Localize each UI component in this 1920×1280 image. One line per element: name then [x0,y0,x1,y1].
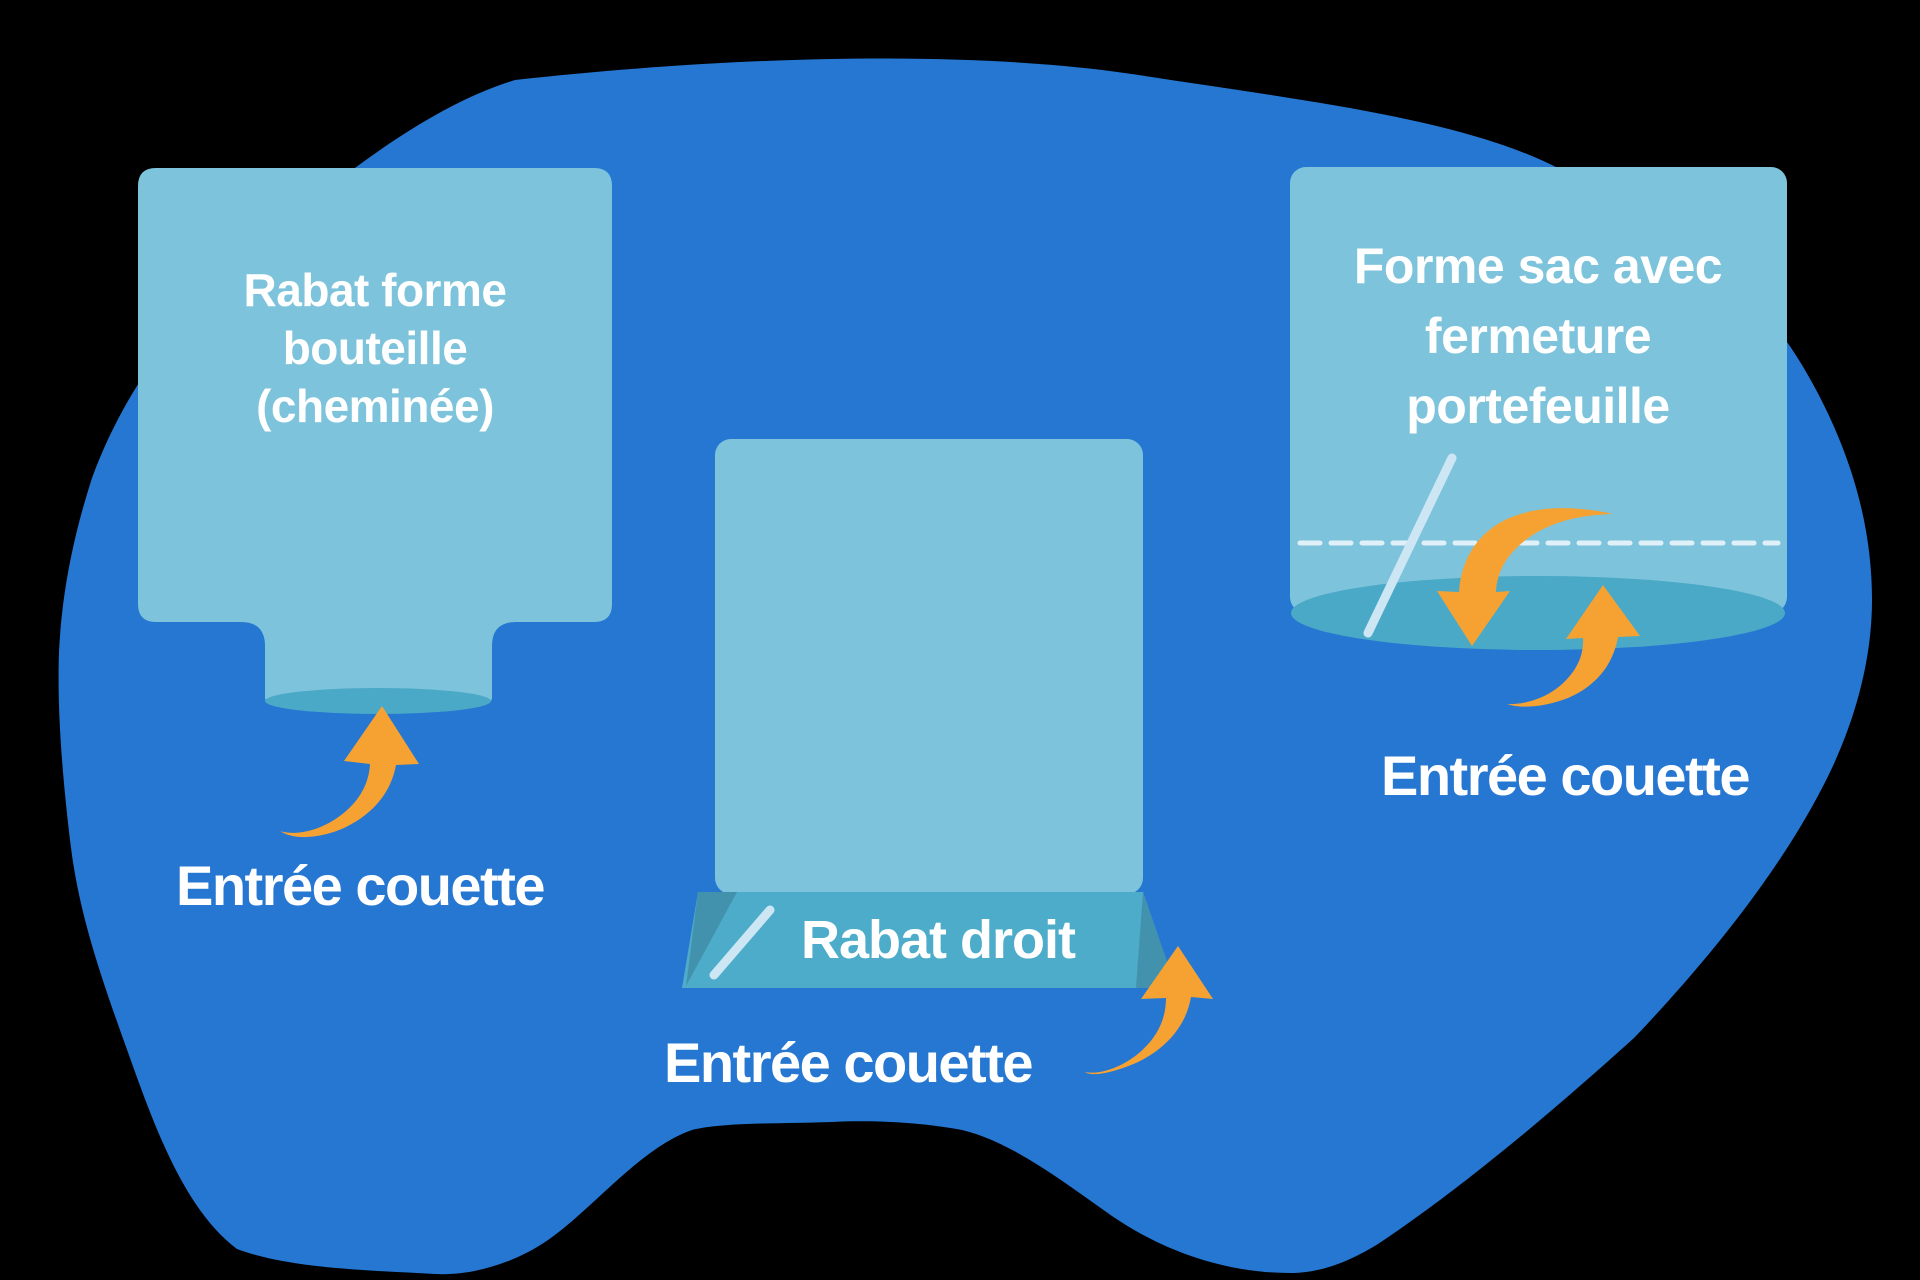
straight-entry-label: Entrée couette [664,1031,1032,1094]
bottle-title-line-2: bouteille [283,322,468,374]
bottle-title-line-1: Rabat forme [244,264,507,316]
straight-cover-shape [715,439,1143,894]
straight-flap-band [682,892,1176,988]
sack-entry-label: Entrée couette [1381,744,1749,807]
sack-title-line-3: portefeuille [1406,378,1669,434]
sack-title-line-2: fermeture [1425,308,1651,364]
seam-mark-icon [709,905,775,980]
flap-left-fold-shadow [686,892,737,986]
seam-mark-icon [1363,453,1457,638]
bottle-cover-shape [138,168,612,703]
bottle-title-line-3: (cheminée) [256,380,494,432]
bottle-opening-ellipse [265,688,491,714]
curved-arrow-up-icon [280,706,419,838]
straight-flap-module: Rabat droit Entrée couette [664,439,1213,1094]
curved-arrow-up-icon [1085,946,1213,1075]
curved-arrow-up-icon [1507,585,1640,707]
bottle-flap-module: Rabat forme bouteille (cheminée) Entrée … [138,168,612,917]
sack-opening-ellipse [1291,576,1785,650]
wallet-sack-module: Forme sac avec fermeture portefeuille En… [1290,167,1787,807]
straight-flap-title: Rabat droit [801,910,1076,970]
sack-cover-shape [1290,167,1787,613]
curved-arrow-down-icon [1437,508,1613,646]
sack-title-line-1: Forme sac avec [1354,238,1722,294]
bottle-entry-label: Entrée couette [176,854,544,917]
